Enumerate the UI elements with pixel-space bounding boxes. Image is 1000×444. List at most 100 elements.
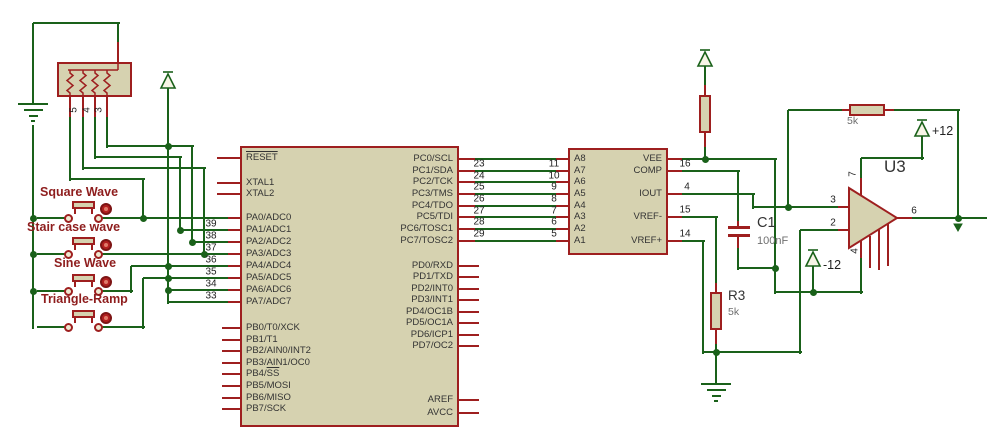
resistor-r3[interactable] (710, 292, 722, 330)
wire (102, 326, 145, 328)
pin-label: PD3/INT1 (411, 294, 453, 305)
wire-number: 5k (728, 306, 740, 318)
wire (775, 291, 863, 293)
pin-label: PC6/TOSC1 (400, 223, 453, 234)
pin-label: PA6/ADC6 (246, 284, 292, 295)
component-label: R3 (728, 288, 746, 303)
pin-label: XTAL2 (246, 188, 275, 199)
pin-stub (459, 158, 475, 160)
button-terminal-right[interactable] (93, 286, 103, 296)
wire-number: 33 (205, 290, 217, 302)
button-terminal-left[interactable] (63, 322, 73, 332)
pin-stub (838, 206, 851, 208)
pin-label: PB2/AIN0/INT2 (246, 345, 311, 356)
pin-label: PB4/SS (246, 368, 280, 379)
pin-label: PD2/INT0 (411, 283, 453, 294)
push-button[interactable] (72, 274, 95, 282)
button-actuator-icon[interactable] (100, 276, 112, 288)
dac-chip[interactable] (568, 148, 668, 255)
wire (473, 240, 558, 242)
pin-label: PB6/MISO (246, 392, 291, 403)
component-label: C1 (757, 215, 776, 231)
pin-label: PB0/T0/XCK (246, 322, 300, 333)
wire (168, 289, 230, 291)
button-terminal-right[interactable] (93, 213, 103, 223)
pin-label: PA0/ADC0 (246, 212, 292, 223)
wire (680, 216, 718, 218)
button-actuator-icon[interactable] (100, 203, 112, 215)
push-button[interactable] (72, 237, 95, 245)
wire (860, 158, 862, 180)
ground-symbol (714, 400, 718, 402)
wire (142, 278, 144, 329)
junction-dot (30, 288, 37, 295)
wire (94, 115, 96, 159)
resistor-vertical[interactable] (699, 95, 711, 133)
junction-dot (201, 251, 208, 258)
wire-number: 5 (68, 107, 80, 113)
button-terminal-left[interactable] (63, 249, 73, 259)
pin-stub (459, 181, 475, 183)
button-terminal-right[interactable] (93, 322, 103, 332)
wire-number: 9 (551, 181, 557, 193)
wire-number: 28 (473, 216, 485, 228)
junction-dot (702, 156, 709, 163)
button-actuator-icon[interactable] (100, 312, 112, 324)
button-terminal-right[interactable] (93, 249, 103, 259)
capacitor-plate-top[interactable] (728, 226, 750, 229)
pin-stub (459, 322, 479, 324)
pin-stub (222, 385, 242, 387)
wire (142, 179, 144, 220)
pin-label: PD5/OC1A (406, 317, 453, 328)
wire (473, 181, 558, 183)
pin-label: PA2/ADC2 (246, 236, 292, 247)
button-leg (91, 244, 93, 250)
junction-dot (785, 204, 792, 211)
wire-number: 4 (81, 107, 93, 113)
button-terminal-left[interactable] (63, 213, 73, 223)
pin-label: PB1/T1 (246, 334, 278, 345)
mcu-chip[interactable] (240, 146, 459, 427)
button-leg (91, 317, 93, 323)
wire (473, 170, 558, 172)
button-actuator-icon[interactable] (100, 239, 112, 251)
pin-stub (222, 397, 242, 399)
resistor-feedback-5k[interactable] (849, 104, 885, 116)
wire (37, 217, 66, 219)
pin-stub (459, 240, 475, 242)
wire (704, 145, 706, 161)
ground-symbol (23, 109, 43, 111)
pin-label: VEE (642, 153, 662, 164)
pin-label: PA1/ADC1 (246, 224, 292, 235)
wire (921, 136, 923, 160)
pin-stub (228, 265, 242, 267)
button-leg (74, 244, 76, 250)
pin-stub (887, 224, 889, 266)
wire-number: 37 (205, 242, 217, 254)
pin-stub (704, 133, 706, 147)
wire (739, 267, 777, 269)
wire (102, 290, 133, 292)
pin-label: A8 (574, 153, 586, 164)
push-button[interactable] (72, 201, 95, 209)
pin-stub (459, 334, 479, 336)
capacitor-plate-bottom[interactable] (728, 234, 750, 237)
pin-label: PC5/TDI (416, 211, 453, 222)
wire (473, 193, 558, 195)
button-label: Triangle-Ramp (41, 292, 128, 306)
pin-stub (217, 182, 242, 184)
pin-label: PC1/SDA (412, 165, 453, 176)
pin-stub (459, 399, 479, 401)
wire-number: 4 (849, 248, 861, 254)
pin-stub (82, 97, 84, 117)
wire (703, 351, 718, 353)
button-terminal-left[interactable] (63, 286, 73, 296)
resistor-pack[interactable] (57, 62, 132, 97)
push-button[interactable] (72, 310, 95, 318)
pin-stub (217, 193, 242, 195)
pin-stub (668, 158, 682, 160)
wire (102, 253, 230, 255)
ground-symbol (706, 389, 726, 391)
pin-stub (556, 158, 570, 160)
pin-stub (459, 265, 479, 267)
